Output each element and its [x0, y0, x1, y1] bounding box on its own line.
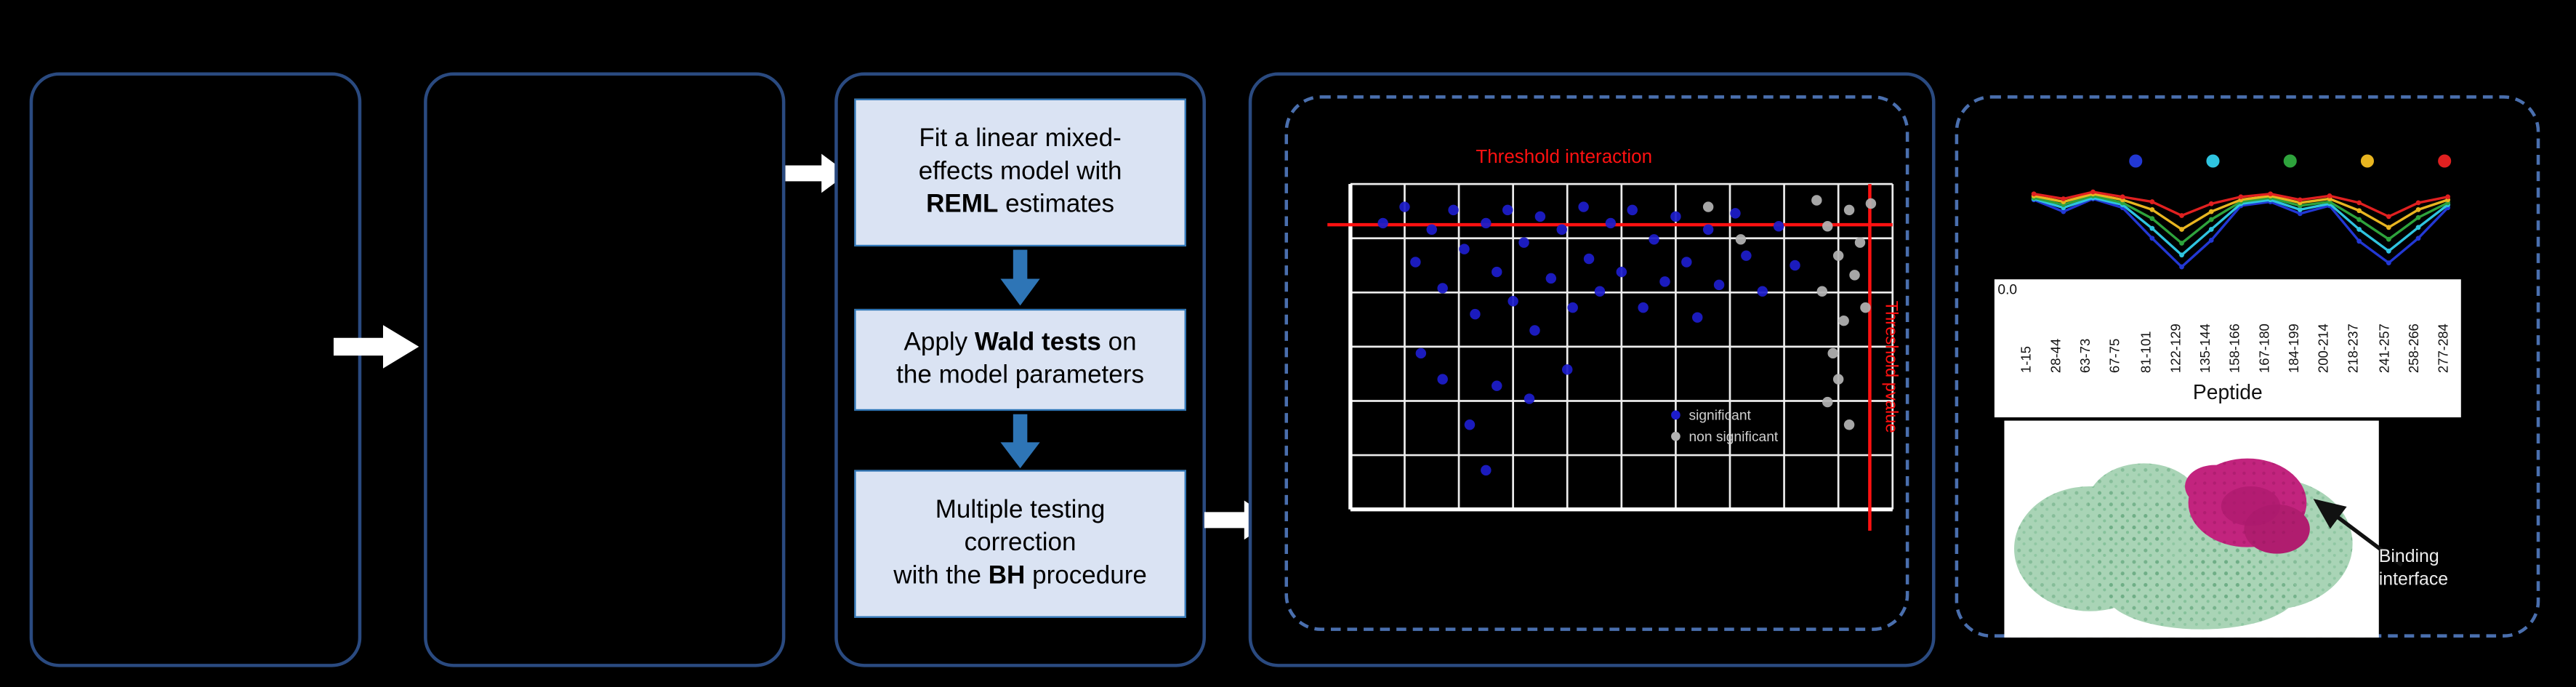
step-wald-tests: Apply Wald tests on the model parameters: [854, 308, 1186, 411]
peptide-label: 218-237: [2346, 324, 2362, 374]
peptide-label: 200-214: [2317, 324, 2332, 374]
peptide-tick-labels: 1-15 28-44 63-73 67-75 81-101 122-129 135-144 1…: [2018, 284, 2451, 374]
binding-interface-label: Binding interface: [2378, 547, 2449, 591]
protein-body: [2014, 463, 2353, 630]
peptide-label: 277-284: [2436, 324, 2451, 374]
interaction-scatter-plot: significant non significant: [1327, 182, 1894, 531]
legend-dot-icon: [2360, 154, 2374, 168]
timepoint-legend-dots: [2129, 154, 2452, 168]
peptide-label: 167-180: [2257, 324, 2272, 374]
svg-text:significant: significant: [1689, 409, 1751, 424]
step-fit-mixed-model: Fit a linear mixed- effects model with R…: [854, 98, 1186, 247]
step-bh-correction-text: Multiple testing correction with the BH …: [893, 497, 1147, 590]
peptide-label: 81-101: [2138, 331, 2153, 374]
peptide-label: 184-199: [2287, 324, 2302, 374]
step-wald-tests-text: Apply Wald tests on the model parameters: [896, 329, 1144, 390]
panel-input: [29, 72, 362, 667]
panel-scatter-output: [1248, 72, 1936, 667]
legend-dot-icon: [2206, 154, 2220, 168]
legend-dot-icon: [2283, 154, 2297, 168]
peptide-label: 135-144: [2197, 324, 2213, 374]
threshold-pvalue-label: Threshold pvalue: [1880, 300, 1901, 433]
svg-text:non significant: non significant: [1689, 430, 1778, 445]
peptide-label: 241-257: [2376, 324, 2391, 374]
binding-interface-region: [2185, 458, 2310, 554]
peptide-axis-box: 0.0 1-15 28-44 63-73 67-75 81-101 122-129 135-…: [1994, 279, 2461, 418]
peptide-label: 258-266: [2406, 324, 2421, 374]
peptide-label: 1-15: [2018, 346, 2034, 374]
peptide-label: 122-129: [2168, 324, 2183, 374]
step-fit-mixed-model-text: Fit a linear mixed- effects model with R…: [918, 125, 1122, 219]
legend-dot-icon: [2129, 154, 2143, 168]
threshold-interaction-label: Threshold interaction: [1476, 148, 1653, 168]
panel-csv-file: X CSV: [424, 72, 1183, 667]
protein-structure-image: [2004, 420, 2379, 638]
peptide-label: 67-75: [2108, 338, 2124, 374]
y-axis-tick-label: 0.0: [1997, 281, 2018, 298]
uptake-line-chart: [2031, 189, 2451, 270]
step-bh-correction: Multiple testing correction with the BH …: [854, 470, 1186, 618]
x-axis-title: Peptide: [2192, 381, 2263, 405]
binding-interface-arrow-icon: [2313, 499, 2404, 567]
scatter-dashed-frame: [1284, 95, 1909, 631]
peptide-label: 158-166: [2227, 324, 2242, 374]
peptide-label: 63-73: [2078, 338, 2094, 374]
protein-structure-drawing: [2014, 458, 2353, 630]
peptide-label: 28-44: [2048, 338, 2064, 374]
legend-dot-icon: [2438, 154, 2452, 168]
